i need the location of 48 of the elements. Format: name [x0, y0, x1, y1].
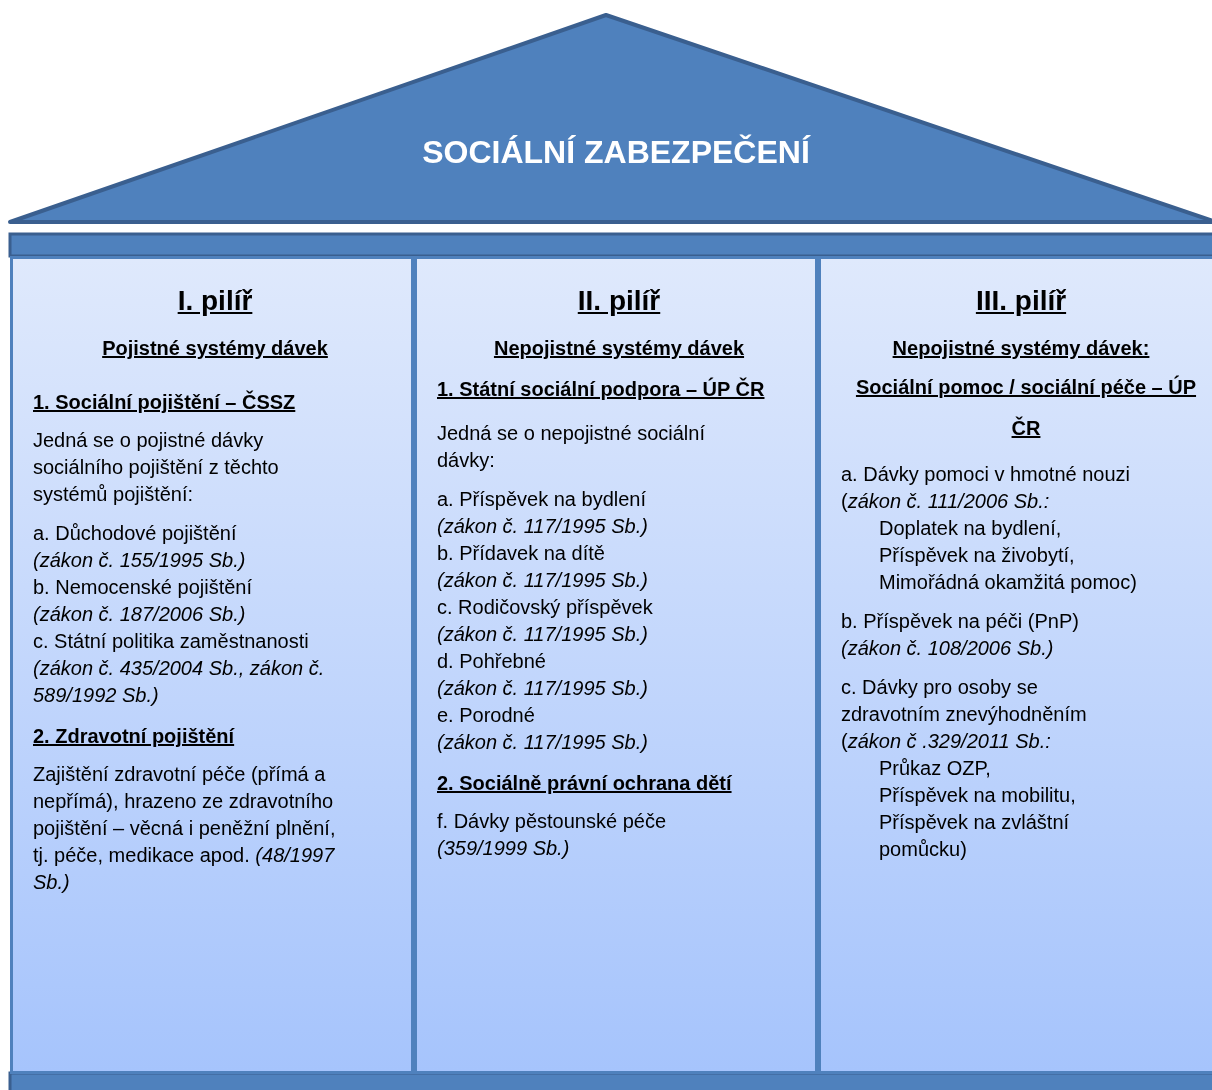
pillar-panel [10, 256, 414, 1074]
law-reference: (zákon č. 117/1995 Sb.) [437, 622, 648, 647]
text-line: a. Dávky pomoci v hmotné nouzi [841, 462, 1131, 487]
text-line: Jedná se o pojistné dávky sociálního pojištění z těchto systémů pojištění: [33, 428, 280, 507]
numbered-heading: 2. Sociálně právní ochrana dětí [437, 771, 732, 796]
text-line: Jedná se o nepojistné sociální dávky: [437, 421, 706, 473]
law-reference: (zákon č. 117/1995 Sb.) [437, 514, 648, 539]
pillar-panel [818, 256, 1212, 1074]
law-reference: (359/1999 Sb.) [437, 836, 570, 861]
law-reference: (zákon č. 155/1995 Sb.) [33, 548, 246, 573]
text-line: b. Nemocenské pojištění [33, 575, 252, 600]
text-line: Příspěvek na zvláštní pomůcku) [878, 810, 1071, 862]
law-reference: (zákon č. 117/1995 Sb.) [437, 676, 648, 701]
text-line: c. Rodičovský příspěvek [437, 595, 653, 620]
text-line: e. Porodné [437, 703, 535, 728]
pillar-heading: II. pilíř [577, 284, 661, 318]
text-line: Příspěvek na mobilitu, [878, 783, 1076, 808]
text-line: Průkaz OZP, [878, 756, 991, 781]
beam [8, 232, 1212, 258]
numbered-heading: 2. Zdravotní pojištění [33, 724, 235, 749]
pillar-heading: III. pilíř [975, 284, 1067, 318]
law-reference: (zákon č. 187/2006 Sb.) [33, 602, 246, 627]
text-line: a. Důchodové pojištění [33, 521, 237, 546]
pillar-panel [414, 256, 818, 1074]
text-line: a. Příspěvek na bydlení [437, 487, 646, 512]
roof-triangle [8, 13, 1212, 224]
law-reference: (zákon č. 435/2004 Sb., zákon č. 589/1992 Sb.) [33, 656, 326, 708]
roof-title: SOCIÁLNÍ ZABEZPEČENÍ [422, 134, 810, 171]
text-line: b. Příspěvek na péči (PnP) [841, 609, 1079, 634]
text-line: b. Přídavek na dítě [437, 541, 605, 566]
text-line: f. Dávky pěstounské péče [437, 809, 666, 834]
law-reference: (zákon č. 117/1995 Sb.) [437, 730, 648, 755]
law-reference: (zákon č. 117/1995 Sb.) [437, 568, 648, 593]
numbered-heading: 1. Státní sociální podpora – ÚP ČR [437, 376, 765, 402]
text-line: d. Pohřebné [437, 649, 546, 674]
text-line: Příspěvek na živobytí, [878, 543, 1075, 568]
pillar-heading: I. pilíř [177, 284, 253, 318]
text-line: Mimořádná okamžitá pomoc) [878, 570, 1137, 595]
text-line: (zákon č .329/2011 Sb.: [841, 729, 1051, 754]
text-line: Zajištění zdravotní péče (přímá a nepřímá), hrazeno ze zdravotního pojištění – věcná i peněžní plnění, tj. péče, medikace apod. (48/1997 Sb.) [33, 762, 337, 895]
section-heading: Nepojistné systémy dávek [493, 336, 745, 361]
text-line: Doplatek na bydlení, [878, 516, 1062, 541]
section-heading: Pojistné systémy dávek [102, 336, 328, 361]
section-heading: Nepojistné systémy dávek: [892, 336, 1150, 361]
text-line: c. Státní politika zaměstnanosti [33, 629, 309, 654]
numbered-heading: 1. Sociální pojištění – ČSSZ [33, 389, 296, 415]
text-line: (zákon č. 111/2006 Sb.: [841, 489, 1050, 514]
law-reference: (zákon č. 108/2006 Sb.) [841, 636, 1054, 661]
